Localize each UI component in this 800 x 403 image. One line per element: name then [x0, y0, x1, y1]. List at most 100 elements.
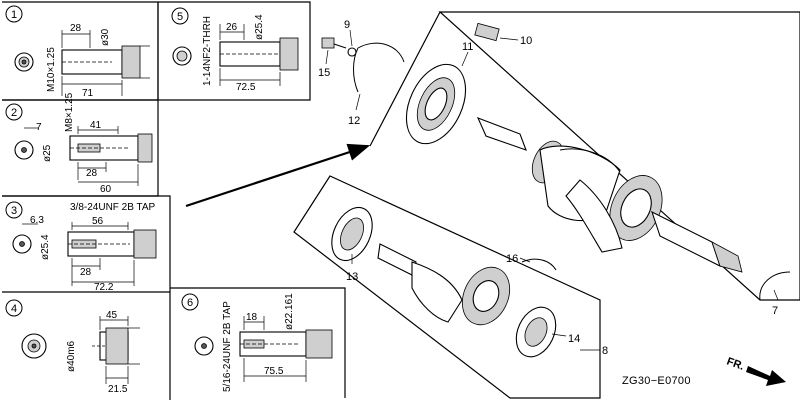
panel-6-frame [170, 287, 346, 398]
crankshaft-gear [472, 280, 500, 312]
upper-crankshaft-assembly [405, 63, 743, 273]
panel-5-dim: 72.5 [236, 82, 256, 93]
panel-3-thread-label: 3/8-24UNF 2B TAP [70, 202, 156, 213]
front-label: FR. [725, 356, 746, 373]
crankshaft-output-shaft [651, 210, 721, 268]
ball-bearing-14 [524, 317, 548, 347]
panel-1-dim: 28 [70, 23, 82, 34]
panel-1-number-circle [5, 5, 23, 23]
ball-bearing-13 [340, 217, 364, 251]
panel-2-dim: 41 [90, 120, 102, 131]
panel-5-number: 5 [177, 11, 183, 23]
panel-3-dim: 28 [80, 267, 92, 278]
panel-3-dim: 6.3 [30, 215, 44, 226]
shaft-end-profile [133, 229, 157, 259]
panel-4-dim: ø40m6 [66, 340, 77, 372]
panel-3: 3 3/8-24UNF 2B TAP 6.3 56 ø25.4 28 72.2 [5, 201, 157, 293]
panel-1-dim: 71 [82, 88, 94, 99]
panel-4-number-circle [5, 299, 23, 317]
panel-4-number: 4 [11, 303, 17, 315]
crankshaft [377, 243, 417, 277]
callout-15: 15 [318, 67, 330, 79]
shaft-end-view [21, 147, 27, 153]
thrust-washer-12 [357, 42, 405, 63]
panel-5-number-circle [171, 7, 189, 25]
shaft-end-profile [137, 133, 153, 163]
shaft-end-view [21, 59, 27, 65]
panel-2-number: 2 [11, 107, 17, 119]
panel-1-thread-label: M10×1.25 [46, 47, 57, 92]
panel-2-dim: 7 [36, 122, 42, 133]
upper-assembly-frame [369, 11, 441, 147]
callout-9: 9 [344, 19, 350, 31]
callout-16: 16 [506, 253, 518, 265]
panel-5-thread-label: 1-14NF2-THRH [202, 16, 213, 86]
bolt-15 [333, 43, 347, 49]
shaft-end-profile [121, 45, 141, 79]
panel-5: 5 1-14NF2-THRH 26 ø25.4 72.5 [171, 7, 299, 93]
panel-4-dim: 45 [106, 310, 118, 321]
shaft-end-view [19, 241, 25, 247]
panel-6-dim: ø22.161 [284, 293, 295, 330]
panel-6: 6 5/16-24UNF 2B TAP 18 ø22.161 75.5 [181, 293, 333, 392]
pointer-arrow [185, 143, 371, 208]
crankshaft-web [411, 261, 463, 323]
callout-8: 8 [602, 345, 608, 357]
upper-assembly-frame [438, 11, 800, 301]
panel-5-frame [157, 1, 311, 101]
panel-4-frame [2, 291, 171, 400]
panel-1-number: 1 [11, 9, 17, 21]
panel-1: 1 28 ø30 M10×1.25 71 [5, 5, 150, 99]
thrust-washer-12 [353, 47, 359, 93]
diagram-code: ZG30−E0700 [622, 375, 691, 387]
panel-4-dim: 21.5 [108, 384, 128, 395]
shaft-end-profile [105, 327, 129, 365]
shaft-end-view [176, 50, 188, 62]
callout-7: 7 [772, 305, 778, 317]
thrust-washer-16 [521, 258, 557, 271]
panel-2-dim: ø25 [42, 144, 53, 162]
panel-2: 2 7 41 M8×1.25 ø25 28 60 [5, 92, 153, 195]
thrust-washer-7 [759, 271, 791, 301]
bolt-15 [321, 37, 335, 49]
shaft-end-view [31, 343, 37, 349]
crankshaft-web [565, 179, 623, 253]
crankshaft-output-shaft [711, 241, 743, 273]
lower-assembly-frame [293, 175, 601, 399]
callout-12: 12 [348, 115, 360, 127]
shaft-end-profile [279, 37, 299, 71]
panel-6-thread-label: 5/16-24UNF 2B TAP [222, 301, 233, 392]
front-direction-indicator: FR. [725, 356, 786, 386]
shaft-end-profile [305, 329, 333, 359]
panel-3-number: 3 [11, 205, 17, 217]
crankshaft [476, 117, 527, 151]
callout-10: 10 [520, 35, 532, 47]
panel-6-number-circle [181, 293, 199, 311]
panel-3-dim: 72.2 [94, 282, 114, 293]
panel-3-number-circle [5, 201, 23, 219]
panel-4: 4 45 ø40m6 21.5 [5, 299, 140, 395]
shaft-end-view [201, 343, 207, 349]
panel-2-number-circle [5, 103, 23, 121]
key-10 [474, 22, 500, 42]
panel-3-frame [2, 195, 171, 292]
callout-14: 14 [568, 333, 580, 345]
panel-2-dim: 28 [86, 168, 98, 179]
crankshaft-gear [620, 188, 652, 228]
panel-2-thread-label: M8×1.25 [64, 92, 75, 132]
panel-5-dim: 26 [226, 22, 238, 33]
panel-5-dim: ø25.4 [254, 14, 265, 40]
panel-6-dim: 18 [246, 312, 258, 323]
panel-3-dim: 56 [92, 216, 104, 227]
panel-6-number: 6 [187, 297, 193, 309]
panel-1-dim: ø30 [100, 28, 111, 46]
callout-13: 13 [346, 271, 358, 283]
callout-11: 11 [462, 41, 473, 53]
front-arrow-icon [746, 366, 786, 386]
ball-bearing-11 [424, 87, 448, 121]
panel-6-dim: 75.5 [264, 366, 284, 377]
lower-crankshaft-assembly [331, 206, 557, 358]
washer-9 [347, 47, 357, 57]
panel-3-dim: ø25.4 [40, 234, 51, 260]
